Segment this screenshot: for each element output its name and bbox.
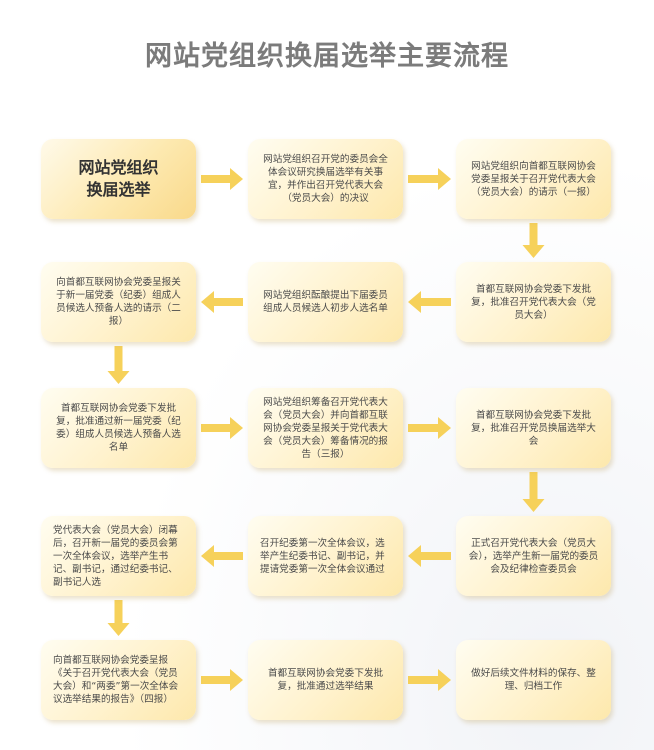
step-box-s1: 网站党组织 换届选举 [41, 139, 196, 219]
step-box-s8: 网站党组织筹备召开党代表大会（党员大会）并向首都互联网协会党委呈报关于党代表大会… [248, 388, 403, 468]
step-text: 向首都互联网协会党委呈报《关于召开党代表大会（党员大会）和“两委”第一次全体会议… [53, 655, 179, 705]
step-text: 首都互联网协会党委下发批复，批准召开党员换届选举大会 [471, 409, 596, 447]
step-box-s4: 首都互联网协会党委下发批复，批准召开党代表大会（党员大会） [456, 262, 611, 342]
step-box-s15: 做好后续文件材料的保存、整理、归档工作 [456, 640, 611, 720]
arrow-s3-s4 [522, 223, 545, 258]
step-box-s11: 召开纪委第一次全体会议，选举产生纪委书记、副书记，并提请党委第一次全体会议通过 [248, 516, 403, 596]
step-box-s13: 向首都互联网协会党委呈报《关于召开党代表大会（党员大会）和“两委”第一次全体会议… [41, 640, 196, 720]
step-box-s14: 首都互联网协会党委下发批复，批准通过选举结果 [248, 640, 403, 720]
step-text: 党代表大会（党员大会）闭幕后，召开新一届党的委员会第一次全体会议，选举产生书记、… [53, 524, 178, 588]
arrow-s2-s3 [408, 168, 451, 190]
step-text: 做好后续文件材料的保存、整理、归档工作 [471, 668, 596, 692]
step-text: 向首都互联网协会党委呈报关于新一届党委（纪委）组成人员候选人预备人选的请示（二报… [56, 277, 181, 327]
step-text: 首都互联网协会党委下发批复，批准通过选举结果 [267, 668, 384, 692]
step-box-s9: 首都互联网协会党委下发批复，批准召开党员换届选举大会 [456, 388, 611, 468]
arrow-s14-s15 [408, 669, 451, 691]
step-box-s6: 向首都互联网协会党委呈报关于新一届党委（纪委）组成人员候选人预备人选的请示（二报… [41, 262, 196, 342]
step-box-s3: 网站党组织向首都互联网协会党委呈报关于召开党代表大会（党员大会）的请示（一报） [456, 139, 611, 219]
step-text: 网站党组织筹备召开党代表大会（党员大会）并向首都互联网协会党委呈报关于党代表大会… [263, 396, 388, 460]
arrow-s4-s5 [408, 291, 451, 313]
arrow-s11-s12 [201, 545, 243, 567]
arrow-s8-s9 [408, 417, 451, 439]
diagram-title: 网站党组织换届选举主要流程 [145, 41, 509, 72]
step-text: 正式召开党代表大会（党员大会），选举产生新一届党的委员会及纪律检查委员会 [468, 537, 599, 575]
step-text: 网站党组织向首都互联网协会党委呈报关于召开党代表大会（党员大会）的请示（一报） [471, 160, 596, 198]
arrow-s1-s2 [201, 168, 243, 190]
arrow-s7-s8 [201, 417, 243, 439]
step-text: 网站党组织召开党的委员会全体会议研究换届选举有关事宜，并作出召开党代表大会（党员… [263, 154, 388, 204]
step-text: 首都互联网协会党委下发批复，批准召开党代表大会（党员大会） [471, 283, 596, 321]
step-box-s12: 党代表大会（党员大会）闭幕后，召开新一届党的委员会第一次全体会议，选举产生书记、… [41, 516, 196, 596]
step-text: 网站党组织酝酿提出下届委员组成人员候选人初步人选名单 [263, 290, 388, 314]
step-text: 召开纪委第一次全体会议，选举产生纪委书记、副书记，并提请党委第一次全体会议通过 [260, 537, 385, 575]
arrow-s9-s10 [522, 472, 545, 512]
arrow-s13-s14 [201, 669, 243, 691]
step-box-s7: 首都互联网协会党委下发批复，批准通过新一届党委（纪委）组成人员候选人预备人选名单 [41, 388, 196, 468]
step-text: 首都互联网协会党委下发批复，批准通过新一届党委（纪委）组成人员候选人预备人选名单 [56, 403, 181, 453]
step-box-s10: 正式召开党代表大会（党员大会），选举产生新一届党的委员会及纪律检查委员会 [456, 516, 611, 596]
step-box-s5: 网站党组织酝酿提出下届委员组成人员候选人初步人选名单 [248, 262, 403, 342]
step-box-s2: 网站党组织召开党的委员会全体会议研究换届选举有关事宜，并作出召开党代表大会（党员… [248, 139, 403, 219]
arrow-s5-s6 [201, 291, 243, 313]
arrow-s6-s7 [107, 346, 130, 384]
arrow-s12-s13 [107, 600, 130, 636]
arrow-s10-s11 [408, 545, 451, 567]
step-text: 网站党组织 换届选举 [78, 158, 159, 199]
